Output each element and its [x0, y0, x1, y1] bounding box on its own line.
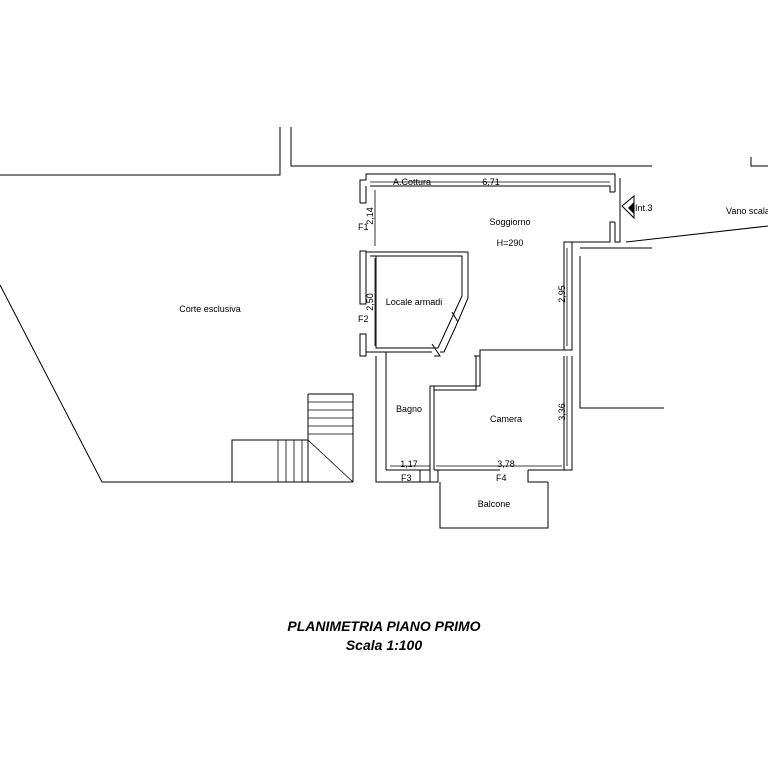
corte-label: Corte esclusiva [179, 304, 241, 314]
vano-scala-label: Vano scala [726, 206, 768, 216]
armadi-label: Locale armadi [386, 297, 443, 307]
dim-left-lower: 2,50 [365, 293, 375, 311]
plan-title: PLANIMETRIA PIANO PRIMO [287, 618, 481, 634]
cottura-label: A.Cottura [393, 177, 431, 187]
dim-left-upper: 2,14 [365, 207, 375, 225]
balcone-walls [439, 482, 549, 529]
window-f4-label: F4 [496, 473, 507, 483]
bagno-label: Bagno [396, 404, 422, 414]
dim-camera-width: 3,78 [497, 459, 515, 469]
dim-top-width: 6,71 [482, 177, 500, 187]
plan-scale: Scala 1:100 [345, 637, 423, 653]
soggiorno-walls [359, 173, 768, 357]
exterior-walls [0, 127, 768, 483]
balcone-label: Balcone [478, 499, 511, 509]
dim-right-upper: 2,95 [557, 285, 567, 303]
bagno-camera-walls [375, 256, 664, 483]
window-f1-label: F1 [358, 222, 369, 232]
entrance-marker-icon [621, 194, 635, 220]
dimension-lines [370, 181, 610, 467]
height-label: H=290 [497, 238, 524, 248]
window-f2-label: F2 [358, 314, 369, 324]
camera-label: Camera [490, 414, 522, 424]
soggiorno-label: Soggiorno [489, 217, 530, 227]
window-f3-label: F3 [401, 473, 412, 483]
dim-right-lower: 3,36 [557, 403, 567, 421]
interno-label: Int.3 [635, 203, 653, 213]
stairs [231, 393, 354, 483]
dim-bagno-width: 1,17 [400, 459, 418, 469]
armadi-walls [359, 250, 469, 357]
